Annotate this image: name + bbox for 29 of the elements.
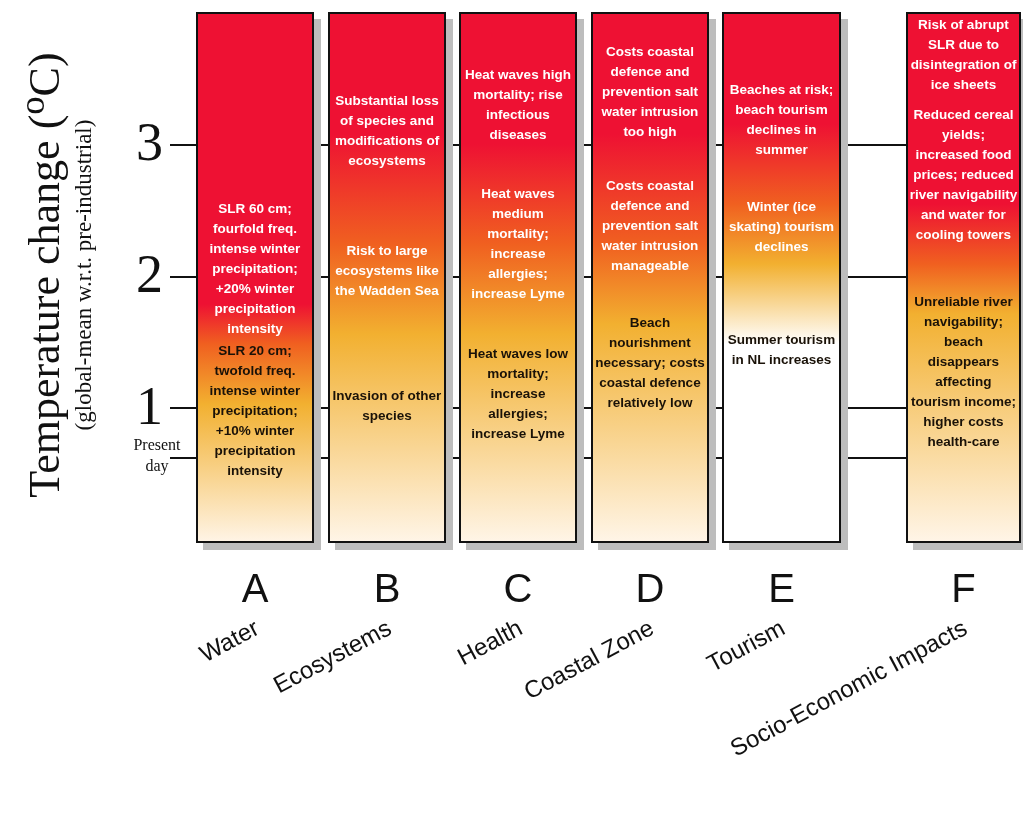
- impact-text: Costs coastal defence and prevention salt water intrusion manageable: [600, 177, 700, 275]
- impact-text: SLR 20 cm; twofold freq. intense winter precipitation; +10% winter precipitation intensity: [208, 342, 302, 480]
- column-letter: E: [767, 565, 796, 611]
- impact-text: Invasion of other species: [331, 387, 443, 425]
- impact-text: Summer tourism in NL increases: [726, 331, 837, 369]
- tick-label: 2: [136, 244, 163, 304]
- impact-text: Heat waves medium mortality; increase allergies; increase Lyme: [470, 185, 566, 303]
- impact-text: Substantial loss of species and modifications of ecosystems: [333, 92, 441, 170]
- category-label: Water: [194, 613, 264, 668]
- column-letter: B: [372, 565, 402, 611]
- tick-label: 3: [136, 112, 163, 172]
- column-letter: D: [634, 565, 666, 611]
- impact-text: Risk of abrupt SLR due to disintegration of ice sheets: [909, 16, 1018, 94]
- impact-text: Winter (ice skating) tourism declines: [728, 198, 835, 256]
- impact-text: Reduced cereal yields; increased food prices; reduced river navigability and water for cooling towers: [909, 106, 1018, 244]
- impact-text: Unreliable river navigability; beach disappears affecting tourism income; higher costs health-care: [910, 293, 1017, 451]
- impact-text: SLR 60 cm; fourfold freq. intense winter precipitation; +20% winter precipitation intensity: [208, 200, 302, 338]
- column-letter: F: [950, 565, 977, 611]
- impact-text: Beach nourishment necessary; costs coastal defence relatively low: [594, 314, 706, 412]
- tick-label: Present day: [132, 435, 182, 476]
- column-letter: C: [502, 565, 534, 611]
- impact-text: Beaches at risk; beach tourism declines in summer: [728, 81, 835, 159]
- axis-subtitle: (global-mean w.r.t. pre-industrial): [71, 119, 97, 431]
- tick-label: 1: [136, 376, 163, 436]
- impact-text: Risk to large ecosystems like the Wadden Sea: [334, 242, 440, 300]
- impact-text: Costs coastal defence and prevention salt water intrusion too high: [600, 43, 700, 141]
- column-letter: A: [240, 565, 270, 611]
- impact-text: Heat waves low mortality; increase allergies; increase Lyme: [467, 345, 569, 443]
- impact-text: Heat waves high mortality; rise infectious diseases: [464, 66, 572, 144]
